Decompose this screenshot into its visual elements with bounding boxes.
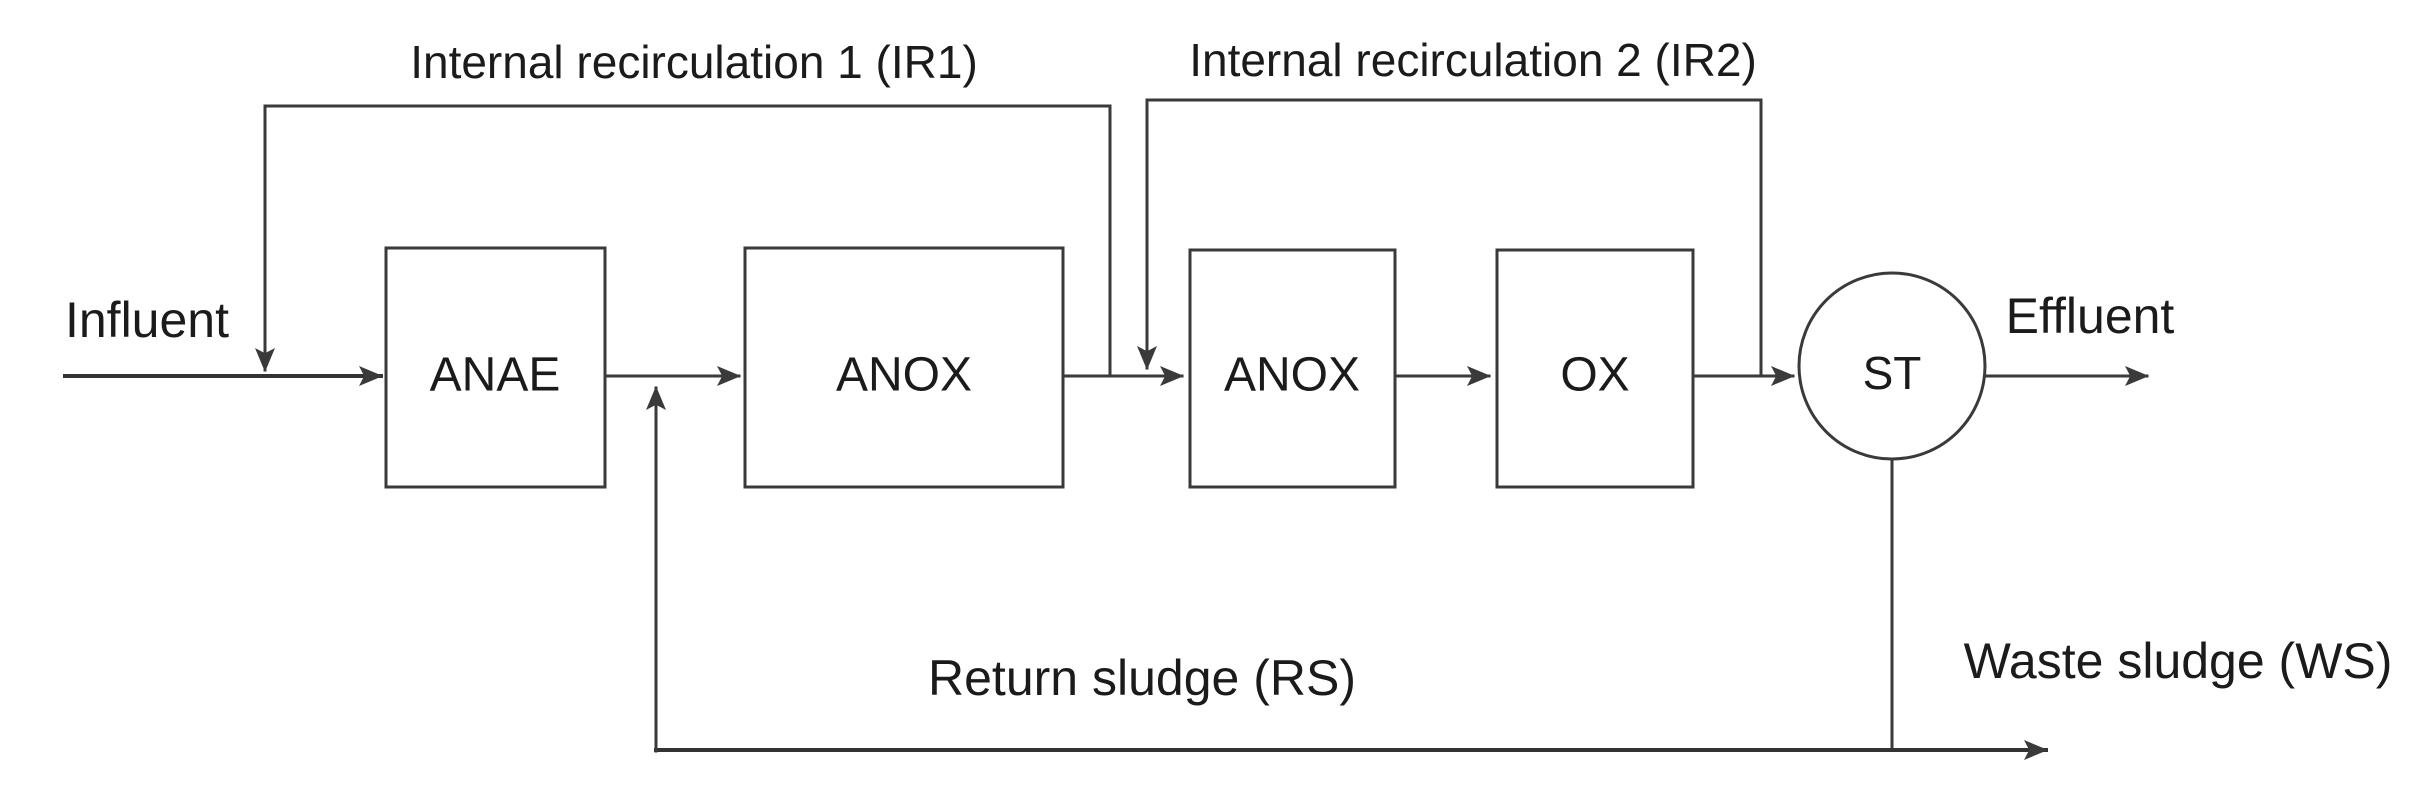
waste-sludge-label: Waste sludge (WS) — [1964, 633, 2393, 689]
influent-label: Influent — [65, 292, 229, 348]
ir1-label: Internal recirculation 1 (IR1) — [410, 36, 978, 88]
ox-box — [1495, 248, 1695, 489]
anox2-box — [1188, 248, 1397, 489]
anox2-label: ANOX — [1224, 349, 1360, 402]
ir2-label: Internal recirculation 2 (IR2) — [1189, 34, 1757, 86]
effluent-label: Effluent — [2006, 288, 2175, 344]
return-sludge-label: Return sludge (RS) — [928, 650, 1356, 706]
st-circle — [1797, 271, 1987, 461]
anox1-box — [743, 246, 1065, 489]
ir2-recirculation-line — [1137, 98, 1763, 378]
anae-box — [384, 246, 607, 489]
anae-label: ANAE — [430, 349, 561, 402]
anox1-label: ANOX — [836, 349, 972, 402]
ir1-recirculation-line — [255, 104, 1112, 378]
ox-label: OX — [1560, 349, 1629, 402]
st-label: ST — [1863, 347, 1922, 399]
